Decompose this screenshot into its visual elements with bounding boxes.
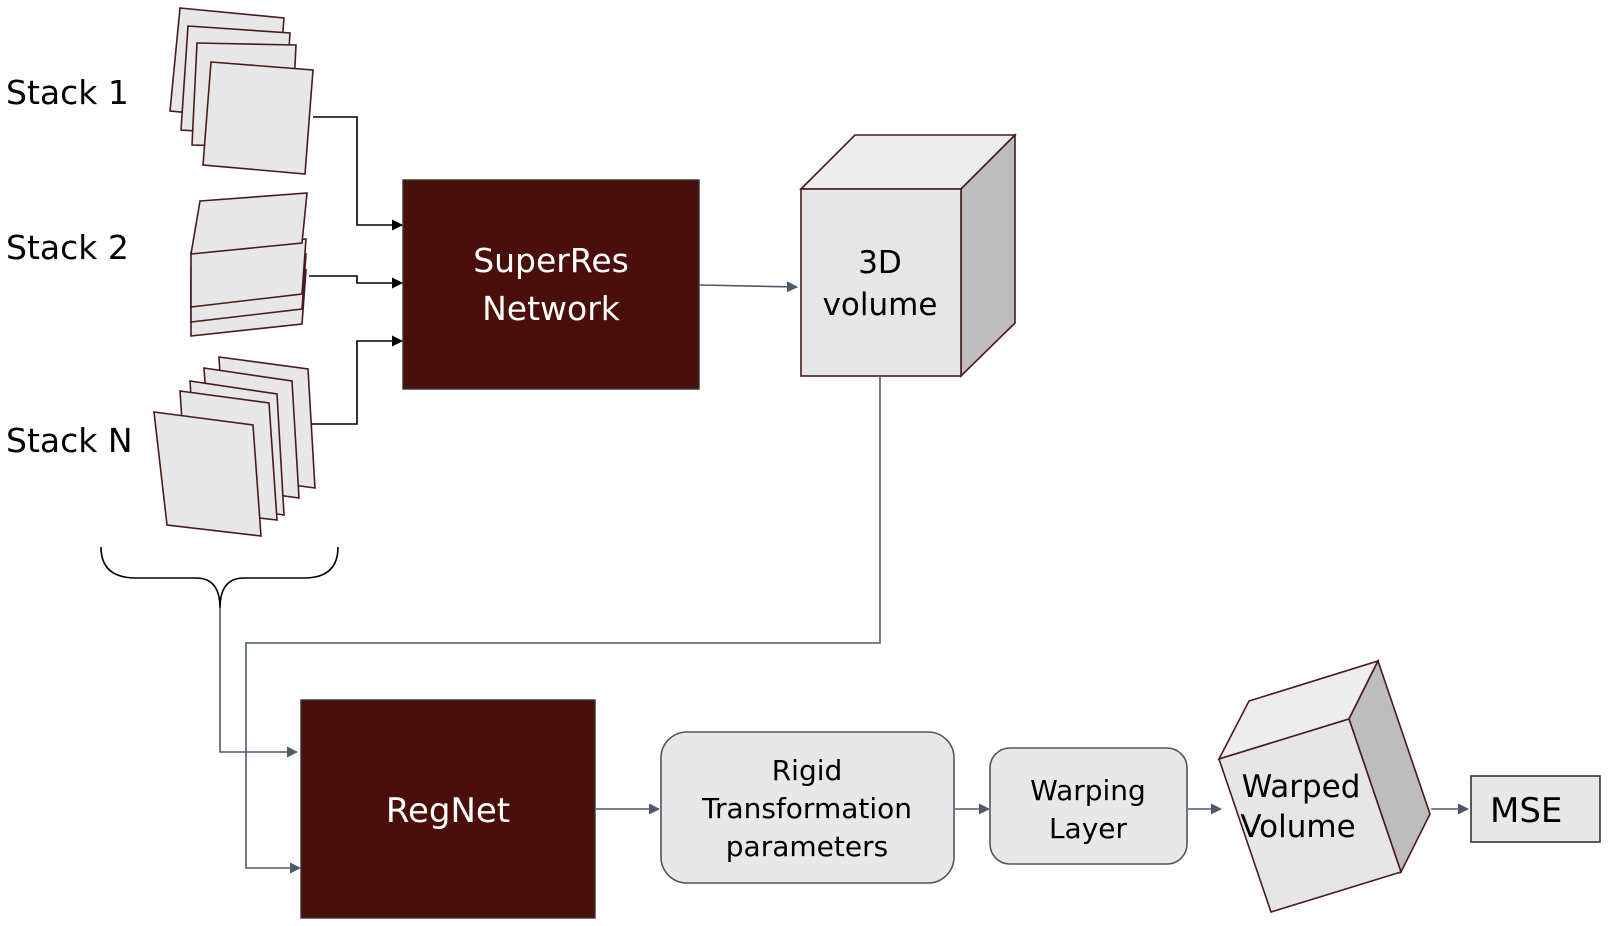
rigid-label-line2: Transformation (701, 792, 912, 825)
connector-volume-regnet (245, 377, 881, 874)
connector-stack2-superres (309, 275, 404, 289)
mse-box (1470, 775, 1601, 843)
stack-n-slice (153, 411, 262, 537)
connector-superres-volume (699, 281, 799, 293)
warping-layer-box (989, 747, 1188, 865)
stack-1-slice (202, 61, 314, 175)
superres-network-box (402, 179, 700, 390)
connector-stack1-superres (313, 116, 404, 231)
warping-label-line2: Layer (1049, 812, 1128, 845)
volume-label-line1: 3D (858, 245, 902, 281)
stack-1-label: Stack 1 (6, 73, 129, 112)
connector-stacks-regnet (219, 608, 299, 758)
rigid-label-line1: Rigid (772, 754, 843, 787)
connector-stackn-superres (312, 335, 404, 425)
mse-label: MSE (1490, 791, 1562, 831)
warped-label-line2: Volume (1240, 809, 1355, 845)
regnet-box (300, 699, 596, 919)
warped-label-line1: Warped (1242, 769, 1361, 805)
warped-cube-front (1217, 718, 1403, 913)
regnet-label: RegNet (386, 791, 510, 831)
volume-cube-front (800, 188, 962, 377)
superres-label-line2: Network (482, 289, 621, 328)
volume-label-line2: volume (823, 287, 938, 323)
stack-2-label: Stack 2 (6, 228, 129, 267)
warped-volume-cube (1217, 658, 1431, 913)
stack-2-slice (190, 192, 308, 255)
rigid-label-line3: parameters (726, 830, 888, 863)
stack-1-slices (169, 7, 314, 175)
rigid-transformation-box (660, 731, 955, 884)
stacks-brace (100, 546, 339, 609)
stack-n-slices (153, 356, 316, 537)
stack-n-label: Stack N (6, 421, 133, 460)
stack-2-slices (190, 192, 308, 337)
warping-label-line1: Warping (1030, 774, 1146, 807)
superres-label-line1: SuperRes (473, 241, 629, 280)
volume-cube (799, 133, 1017, 378)
